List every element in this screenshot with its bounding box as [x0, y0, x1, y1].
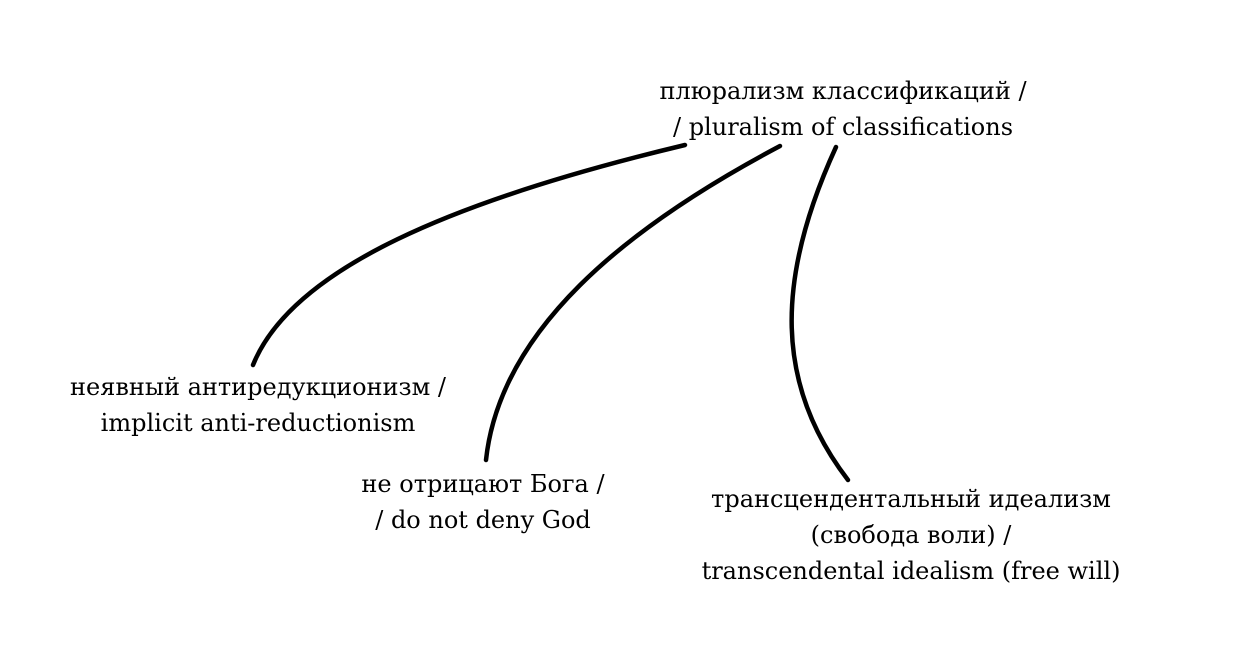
node-idealism-line-1: трансцендентальный идеализм	[711, 485, 1111, 513]
node-god-line-ru: не отрицают Бога /	[361, 470, 605, 498]
node-idealism: трансцендентальный идеализм (свобода вол…	[702, 481, 1121, 589]
node-anti-reductionism: неявный антиредукционизм / implicit anti…	[70, 369, 446, 441]
node-god-line-en: / do not deny God	[375, 506, 591, 534]
node-root-line-en: / pluralism of classifications	[672, 113, 1014, 141]
node-root-line-ru: плюрализм классификаций /	[659, 77, 1027, 105]
edge-root-to-idealism	[789, 144, 851, 483]
node-idealism-line-3: transcendental idealism (free will)	[701, 557, 1121, 585]
node-idealism-line-2: (свобода воли) /	[810, 521, 1012, 549]
node-god: не отрицают Бога / / do not deny God	[361, 466, 604, 538]
edge-root-to-anti-reductionism	[250, 142, 688, 368]
node-anti-reductionism-line-en: implicit anti-reductionism	[100, 409, 416, 437]
node-root: плюрализм классификаций / / pluralism of…	[659, 73, 1026, 145]
node-anti-reductionism-line-ru: неявный антиредукционизм /	[70, 373, 446, 401]
edge-root-to-god	[483, 143, 783, 463]
